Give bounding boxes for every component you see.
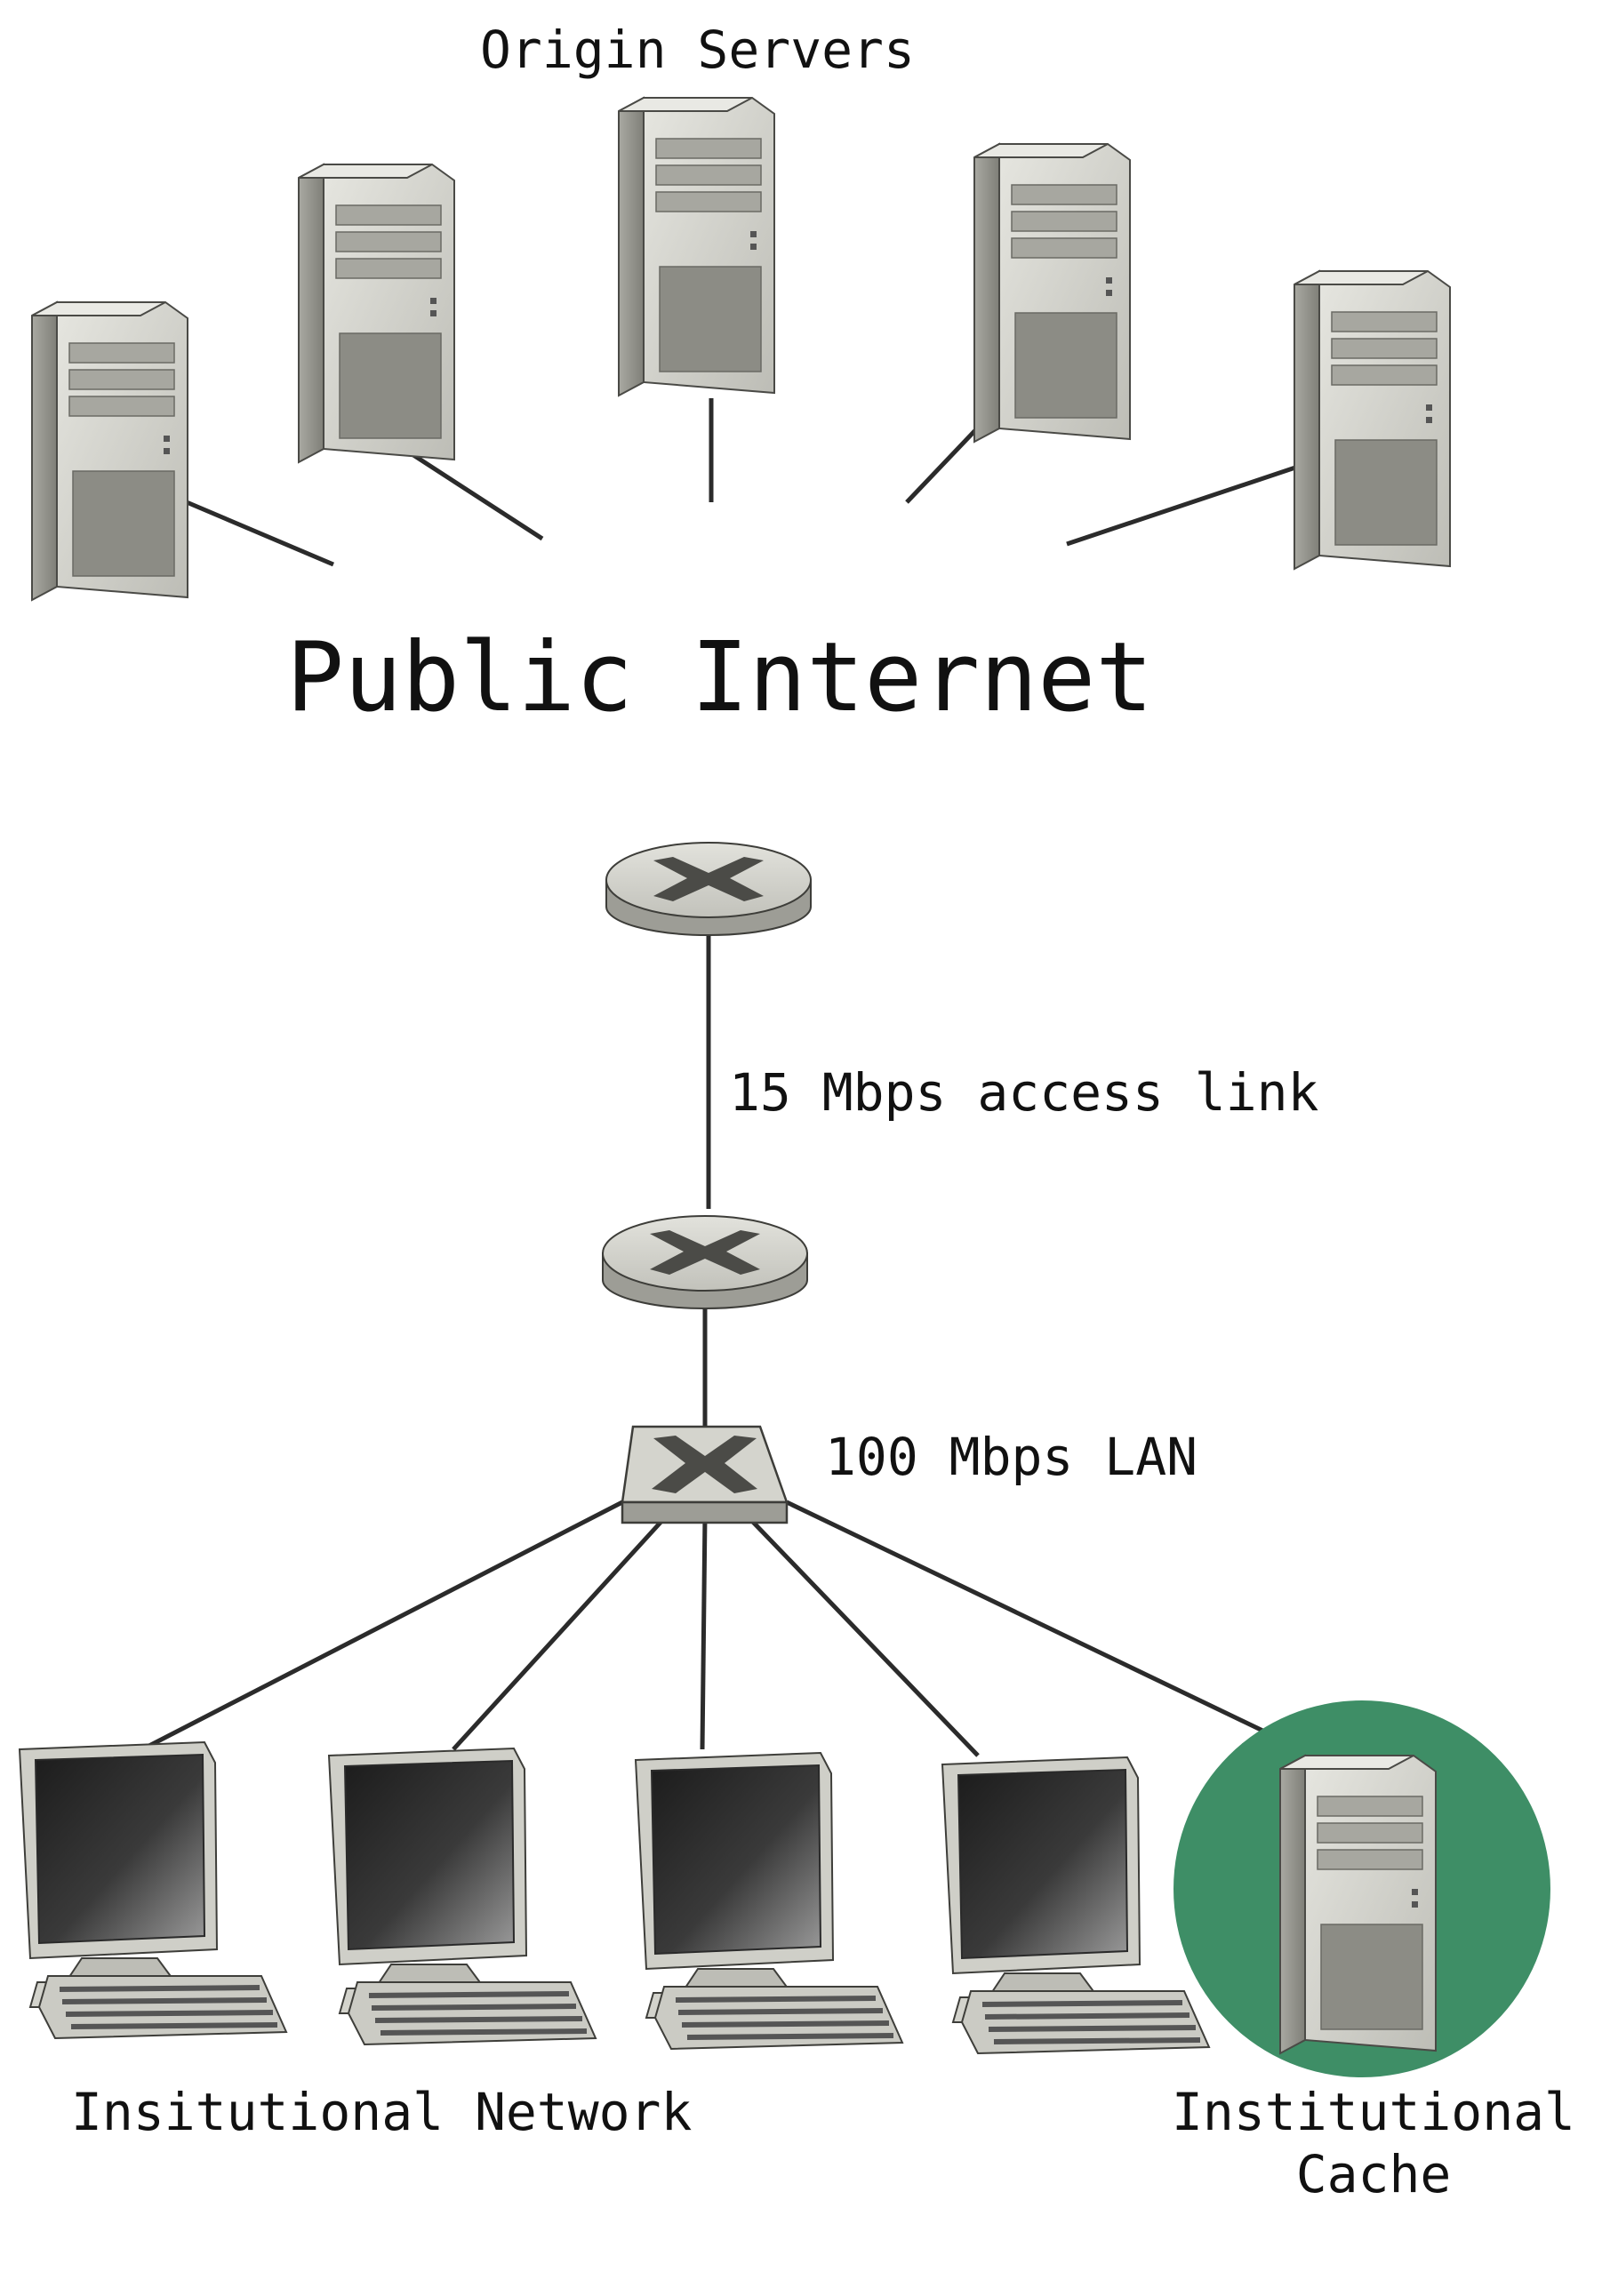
institutional-network-label: Insitutional Network <box>71 2082 693 2142</box>
origin-servers-label: Origin Servers <box>480 20 915 80</box>
lan-links <box>140 1500 1322 1761</box>
cache-server-icon <box>1279 1755 1437 2054</box>
desktop-computer-icon <box>636 1753 902 2049</box>
link-server-1 <box>186 500 334 567</box>
link-server-2 <box>409 451 544 541</box>
cache-label-line-2: Cache <box>1295 2143 1452 2204</box>
desktop-computer-icon <box>329 1748 596 2044</box>
desktop-computer-icon <box>20 1742 286 2038</box>
desktop-computer-icon <box>942 1757 1209 2053</box>
access-link-label: 15 Mbps access link <box>729 1062 1319 1123</box>
server-tower-icon <box>31 301 188 601</box>
link-server-5 <box>1066 464 1299 547</box>
server-tower-icon <box>618 97 775 396</box>
ethernet-switch-icon <box>621 1425 789 1524</box>
public-internet-label: Public Internet <box>286 622 1154 733</box>
server-tower-icon <box>973 143 1131 443</box>
lan-label: 100 Mbps LAN <box>825 1427 1198 1487</box>
server-tower-icon <box>1294 270 1451 570</box>
cache-label-line-1: Institutional <box>1172 2082 1575 2142</box>
server-tower-icon <box>298 164 455 463</box>
edge-router-icon <box>605 842 812 936</box>
institutional-cache-label: Institutional Cache <box>1156 2082 1591 2205</box>
institutional-hosts <box>20 1742 1209 2053</box>
institutional-router-icon <box>602 1215 808 1309</box>
